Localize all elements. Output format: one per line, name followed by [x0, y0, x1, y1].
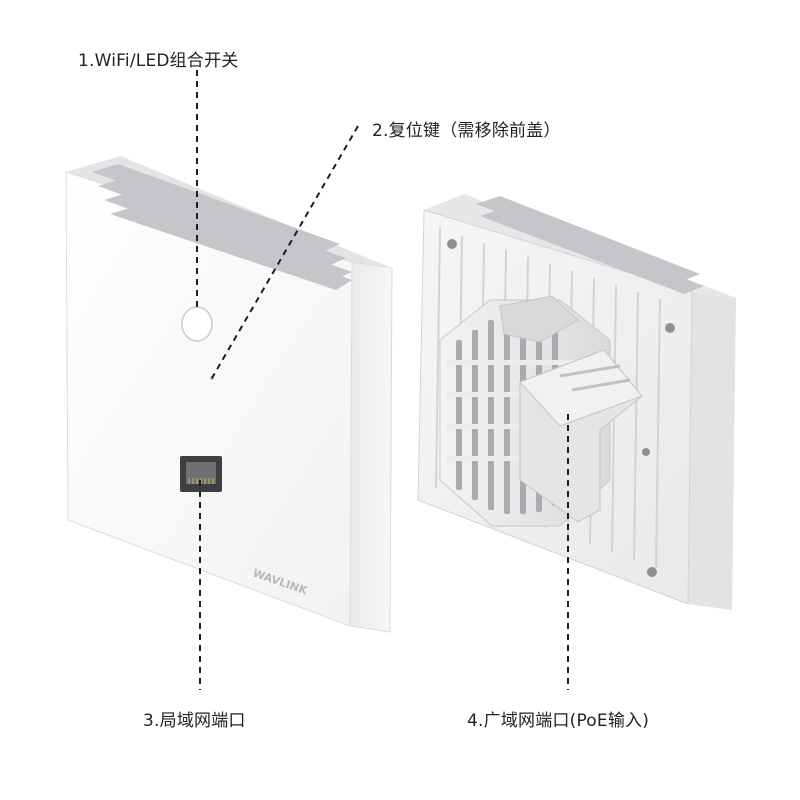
wan-port-label: 4.广域网端口(PoE输入): [467, 711, 650, 731]
back-panel: [417, 194, 736, 610]
switch-label: 1.WiFi/LED组合开关: [78, 51, 239, 71]
reset-label: 2.复位键（需移除前盖）: [372, 121, 561, 141]
front-panel: WAVLINK: [65, 156, 393, 633]
callout-lines: [196, 70, 569, 690]
top-vent: [92, 164, 352, 290]
lan-port-label: 3.局域网端口: [143, 711, 246, 731]
lan-port: [180, 456, 222, 492]
wifi-led-switch: [181, 306, 213, 342]
callout-line-reset: [211, 125, 359, 379]
